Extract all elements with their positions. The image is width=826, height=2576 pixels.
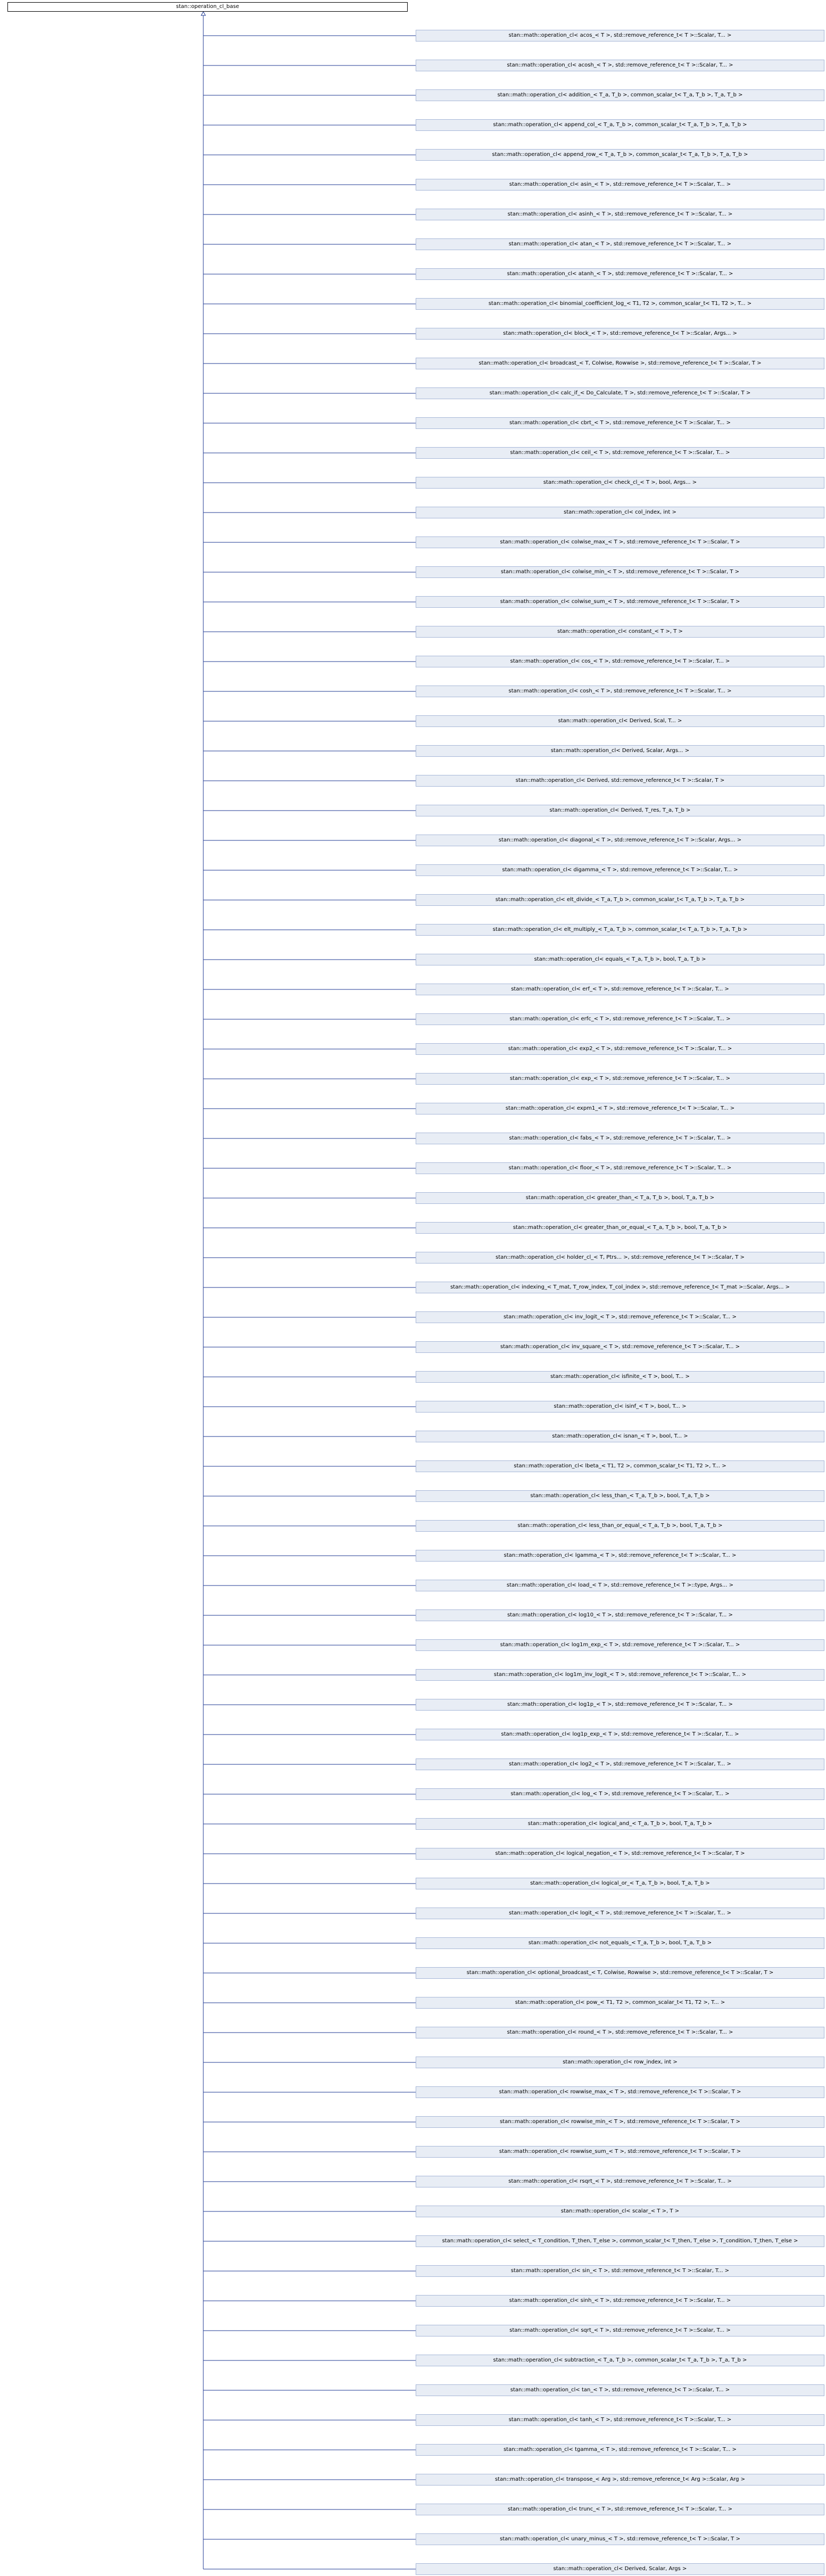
derived-class-node[interactable]: stan::math::operation_cl< less_than_or_e… [416, 1520, 824, 1532]
derived-class-node[interactable]: stan::math::operation_cl< pow_< T1, T2 >… [416, 1997, 824, 2009]
derived-class-node[interactable]: stan::math::operation_cl< lbeta_< T1, T2… [416, 1460, 824, 1472]
derived-class-node[interactable]: stan::math::operation_cl< isnan_< T >, b… [416, 1431, 824, 1442]
derived-class-node[interactable]: stan::math::operation_cl< indexing_< T_m… [416, 1282, 824, 1293]
derived-class-node[interactable]: stan::math::operation_cl< append_row_< T… [416, 149, 824, 161]
derived-class-node[interactable]: stan::math::operation_cl< erfc_< T >, st… [416, 1013, 824, 1025]
derived-class-node[interactable]: stan::math::operation_cl< log1m_inv_logi… [416, 1669, 824, 1681]
derived-class-node[interactable]: stan::math::operation_cl< tan_< T >, std… [416, 2384, 824, 2396]
inheritance-arrowhead [201, 11, 206, 16]
derived-class-node[interactable]: stan::math::operation_cl< tanh_< T >, st… [416, 2414, 824, 2426]
base-class-node[interactable]: stan::operation_cl_base [7, 2, 408, 12]
derived-class-node[interactable]: stan::math::operation_cl< constant_< T >… [416, 626, 824, 638]
derived-class-node[interactable]: stan::math::operation_cl< rowwise_sum_< … [416, 2146, 824, 2158]
derived-class-node[interactable]: stan::math::operation_cl< greater_than_o… [416, 1222, 824, 1234]
derived-class-node[interactable]: stan::math::operation_cl< logical_or_< T… [416, 1878, 824, 1889]
derived-class-node[interactable]: stan::math::operation_cl< inv_square_< T… [416, 1341, 824, 1353]
derived-class-node[interactable]: stan::math::operation_cl< asinh_< T >, s… [416, 209, 824, 220]
derived-class-node[interactable]: stan::math::operation_cl< lgamma_< T >, … [416, 1550, 824, 1562]
derived-class-node[interactable]: stan::math::operation_cl< subtraction_< … [416, 2355, 824, 2366]
derived-class-node[interactable]: stan::math::operation_cl< diagonal_< T >… [416, 835, 824, 846]
derived-class-node[interactable]: stan::math::operation_cl< binomial_coeff… [416, 298, 824, 310]
derived-class-node[interactable]: stan::math::operation_cl< tgamma_< T >, … [416, 2444, 824, 2456]
derived-class-node[interactable]: stan::math::operation_cl< rsqrt_< T >, s… [416, 2176, 824, 2187]
derived-class-node[interactable]: stan::math::operation_cl< ceil_< T >, st… [416, 447, 824, 459]
derived-class-node[interactable]: stan::math::operation_cl< colwise_max_< … [416, 536, 824, 548]
derived-class-node[interactable]: stan::math::operation_cl< erf_< T >, std… [416, 984, 824, 995]
derived-class-node[interactable]: stan::math::operation_cl< optional_broad… [416, 1967, 824, 1979]
derived-class-node[interactable]: stan::math::operation_cl< colwise_min_< … [416, 566, 824, 578]
derived-class-node[interactable]: stan::math::operation_cl< greater_than_<… [416, 1192, 824, 1204]
derived-class-node[interactable]: stan::math::operation_cl< check_cl_< T >… [416, 477, 824, 489]
derived-class-node[interactable]: stan::math::operation_cl< trunc_< T >, s… [416, 2504, 824, 2515]
derived-class-node[interactable]: stan::math::operation_cl< round_< T >, s… [416, 2027, 824, 2038]
derived-class-node[interactable]: stan::math::operation_cl< logical_negati… [416, 1848, 824, 1860]
derived-class-node[interactable]: stan::math::operation_cl< logical_and_< … [416, 1818, 824, 1830]
derived-class-node[interactable]: stan::math::operation_cl< log1m_exp_< T … [416, 1639, 824, 1651]
derived-class-node[interactable]: stan::math::operation_cl< atan_< T >, st… [416, 238, 824, 250]
derived-class-node[interactable]: stan::math::operation_cl< inv_logit_< T … [416, 1311, 824, 1323]
derived-class-node[interactable]: stan::math::operation_cl< calc_if_< Do_C… [416, 387, 824, 399]
derived-class-node[interactable]: stan::math::operation_cl< atanh_< T >, s… [416, 268, 824, 280]
derived-class-node[interactable]: stan::math::operation_cl< log1p_exp_< T … [416, 1729, 824, 1740]
derived-class-node[interactable]: stan::math::operation_cl< acosh_< T >, s… [416, 60, 824, 71]
derived-class-node[interactable]: stan::math::operation_cl< logit_< T >, s… [416, 1908, 824, 1919]
derived-class-node[interactable]: stan::math::operation_cl< scalar_< T >, … [416, 2206, 824, 2217]
derived-class-node[interactable]: stan::math::operation_cl< load_< T >, st… [416, 1580, 824, 1591]
derived-class-node[interactable]: stan::math::operation_cl< log10_< T >, s… [416, 1609, 824, 1621]
derived-class-node[interactable]: stan::math::operation_cl< fabs_< T >, st… [416, 1133, 824, 1144]
derived-class-node[interactable]: stan::math::operation_cl< Derived, T_res… [416, 805, 824, 816]
derived-class-node[interactable]: stan::math::operation_cl< append_col_< T… [416, 119, 824, 131]
derived-class-node[interactable]: stan::math::operation_cl< sqrt_< T >, st… [416, 2325, 824, 2336]
derived-class-node[interactable]: stan::math::operation_cl< addition_< T_a… [416, 89, 824, 101]
derived-class-node[interactable]: stan::math::operation_cl< elt_multiply_<… [416, 924, 824, 936]
derived-class-node[interactable]: stan::math::operation_cl< transpose_< Ar… [416, 2474, 824, 2486]
derived-class-node[interactable]: stan::math::operation_cl< less_than_< T_… [416, 1490, 824, 1502]
derived-class-node[interactable]: stan::math::operation_cl< cos_< T >, std… [416, 656, 824, 667]
derived-class-node[interactable]: stan::math::operation_cl< col_index, int… [416, 507, 824, 518]
derived-class-node[interactable]: stan::math::operation_cl< sin_< T >, std… [416, 2265, 824, 2277]
derived-class-node[interactable]: stan::math::operation_cl< elt_divide_< T… [416, 894, 824, 906]
derived-class-node[interactable]: stan::math::operation_cl< isfinite_< T >… [416, 1371, 824, 1383]
derived-class-node[interactable]: stan::math::operation_cl< Derived, Scala… [416, 745, 824, 757]
derived-class-node[interactable]: stan::math::operation_cl< colwise_sum_< … [416, 596, 824, 608]
derived-class-node[interactable]: stan::math::operation_cl< log1p_< T >, s… [416, 1699, 824, 1711]
derived-class-node[interactable]: stan::math::operation_cl< acos_< T >, st… [416, 30, 824, 42]
derived-class-node[interactable]: stan::math::operation_cl< rowwise_max_< … [416, 2086, 824, 2098]
derived-class-node[interactable]: stan::math::operation_cl< unary_minus_< … [416, 2533, 824, 2545]
derived-class-node[interactable]: stan::math::operation_cl< row_index, int… [416, 2057, 824, 2068]
derived-class-node[interactable]: stan::math::operation_cl< cosh_< T >, st… [416, 686, 824, 697]
derived-class-node[interactable]: stan::math::operation_cl< log2_< T >, st… [416, 1758, 824, 1770]
derived-class-node[interactable]: stan::math::operation_cl< broadcast_< T,… [416, 358, 824, 369]
derived-class-node[interactable]: stan::math::operation_cl< floor_< T >, s… [416, 1162, 824, 1174]
derived-class-node[interactable]: stan::math::operation_cl< exp_< T >, std… [416, 1073, 824, 1085]
derived-class-node[interactable]: stan::math::operation_cl< Derived, std::… [416, 775, 824, 787]
derived-class-node[interactable]: stan::math::operation_cl< exp2_< T >, st… [416, 1043, 824, 1055]
derived-class-node[interactable]: stan::math::operation_cl< equals_< T_a, … [416, 954, 824, 965]
derived-class-node[interactable]: stan::math::operation_cl< rowwise_min_< … [416, 2116, 824, 2128]
derived-class-node[interactable]: stan::math::operation_cl< block_< T >, s… [416, 328, 824, 340]
derived-class-node[interactable]: stan::math::operation_cl< cbrt_< T >, st… [416, 417, 824, 429]
derived-class-node[interactable]: stan::math::operation_cl< sinh_< T >, st… [416, 2295, 824, 2307]
derived-class-node[interactable]: stan::math::operation_cl< not_equals_< T… [416, 1937, 824, 1949]
derived-class-node[interactable]: stan::math::operation_cl< expm1_< T >, s… [416, 1103, 824, 1114]
derived-class-node[interactable]: stan::math::operation_cl< Derived, Scala… [416, 2563, 824, 2575]
derived-class-node[interactable]: stan::math::operation_cl< log_< T >, std… [416, 1788, 824, 1800]
derived-class-node[interactable]: stan::math::operation_cl< isinf_< T >, b… [416, 1401, 824, 1413]
derived-class-node[interactable]: stan::math::operation_cl< asin_< T >, st… [416, 179, 824, 191]
derived-class-node[interactable]: stan::math::operation_cl< select_< T_con… [416, 2235, 824, 2247]
derived-class-node[interactable]: stan::math::operation_cl< digamma_< T >,… [416, 864, 824, 876]
derived-class-node[interactable]: stan::math::operation_cl< Derived, Scal,… [416, 715, 824, 727]
derived-class-node[interactable]: stan::math::operation_cl< holder_cl_< T,… [416, 1252, 824, 1264]
